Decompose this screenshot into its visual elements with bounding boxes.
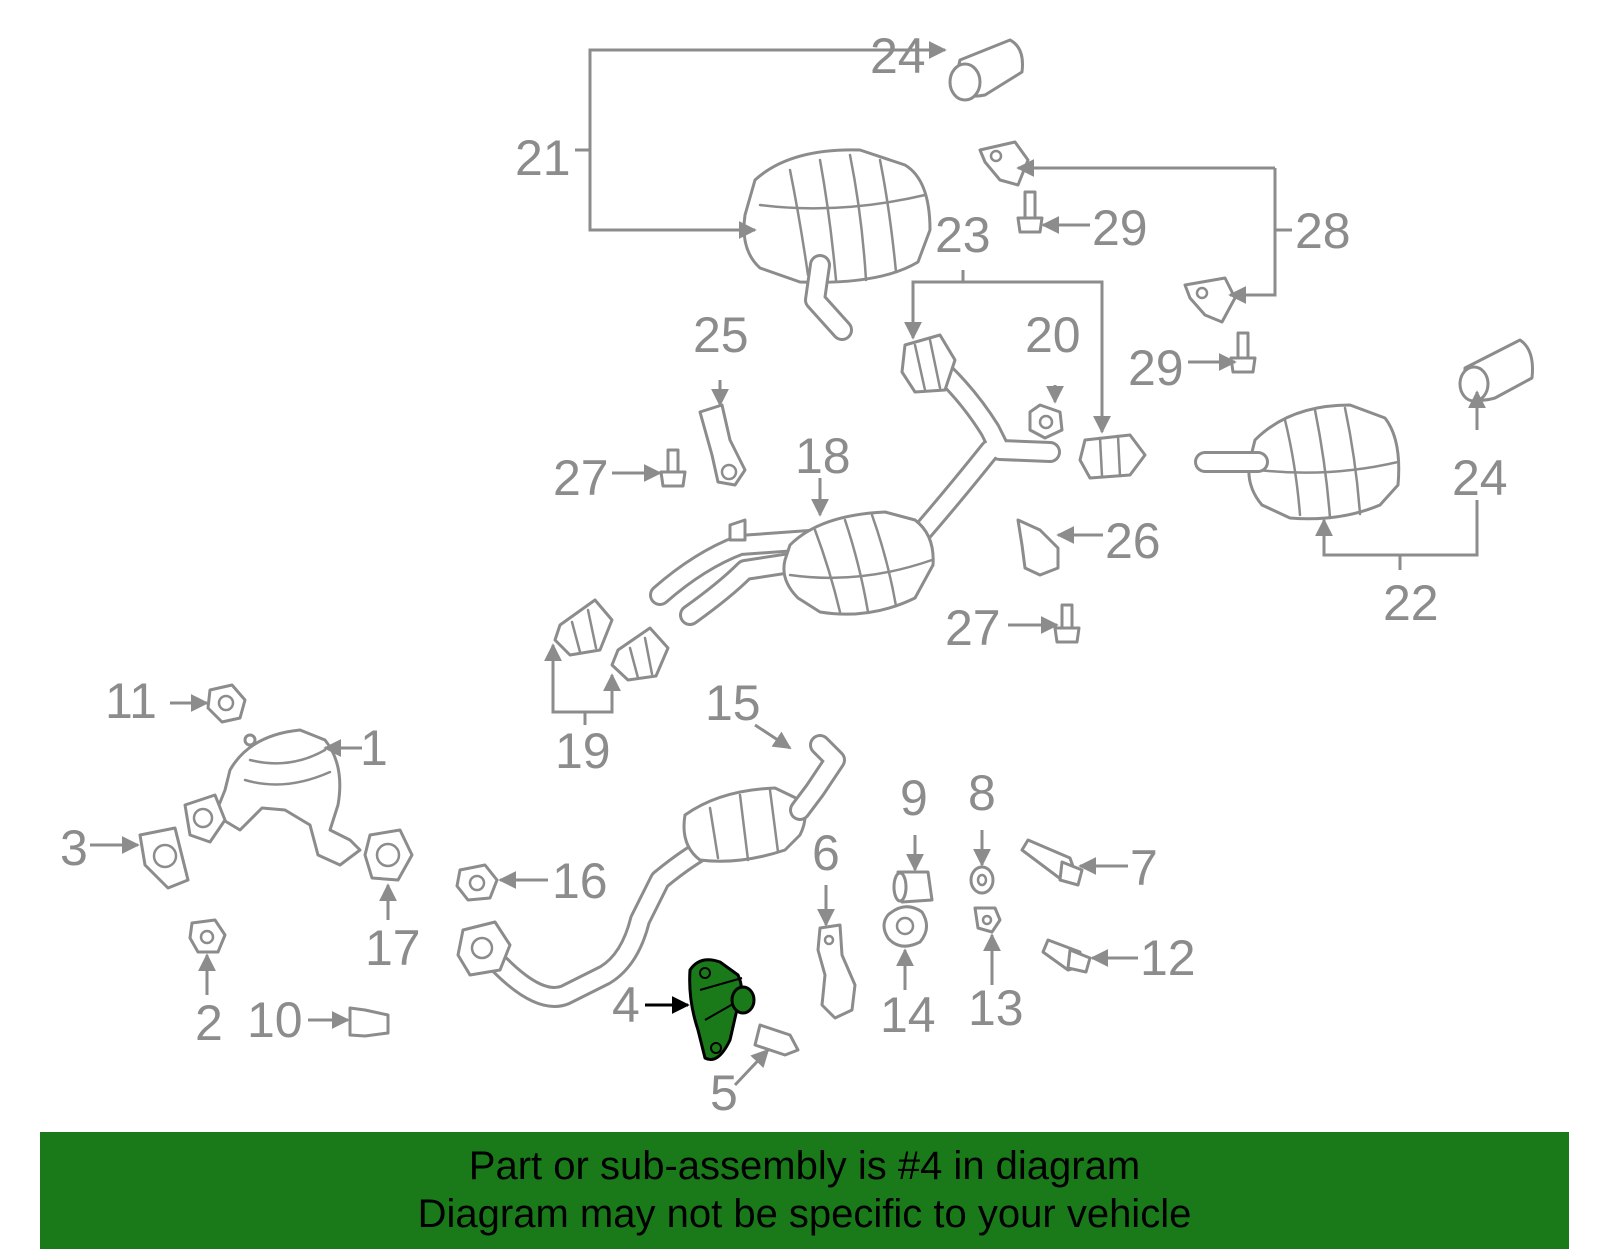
label-28: 28 bbox=[1295, 203, 1351, 259]
label-21: 21 bbox=[515, 130, 571, 186]
clamp-19-left bbox=[553, 598, 614, 657]
banner-line-2: Diagram may not be specific to your vehi… bbox=[417, 1192, 1192, 1236]
label-24-upper: 24 bbox=[870, 28, 926, 84]
info-banner: Part or sub-assembly is #4 in diagram Di… bbox=[40, 1132, 1569, 1249]
bolt-10 bbox=[348, 1006, 390, 1038]
exhaust-tip-right bbox=[1458, 338, 1534, 403]
label-22: 22 bbox=[1383, 575, 1439, 631]
bolt-7 bbox=[1020, 838, 1084, 887]
label-27-upper: 27 bbox=[553, 450, 609, 506]
bolt-12 bbox=[1041, 938, 1092, 974]
label-27-lower: 27 bbox=[945, 600, 1001, 656]
rear-muffler-left bbox=[742, 148, 932, 341]
label-9: 9 bbox=[900, 770, 928, 826]
label-8: 8 bbox=[968, 765, 996, 821]
leader-lines bbox=[90, 41, 1486, 1087]
exhaust-tip-upper bbox=[948, 38, 1024, 102]
clamp-19-right bbox=[610, 626, 670, 682]
bolt-27-lower bbox=[1053, 603, 1081, 644]
label-4: 4 bbox=[612, 977, 640, 1033]
banner-line-1: Part or sub-assembly is #4 in diagram bbox=[468, 1144, 1141, 1188]
label-5: 5 bbox=[710, 1065, 738, 1121]
nut-2 bbox=[188, 918, 227, 954]
catalytic-converter-1 bbox=[183, 728, 362, 867]
label-19: 19 bbox=[555, 723, 611, 779]
label-3: 3 bbox=[60, 820, 88, 876]
bracket-26 bbox=[1016, 518, 1060, 577]
gasket-17 bbox=[363, 828, 414, 882]
label-16: 16 bbox=[552, 853, 608, 909]
clip-14 bbox=[882, 905, 928, 948]
nut-16 bbox=[455, 863, 499, 902]
bracket-25 bbox=[698, 403, 747, 487]
label-17: 17 bbox=[365, 920, 421, 976]
label-12: 12 bbox=[1140, 930, 1196, 986]
highlighted-part-4[interactable] bbox=[688, 958, 756, 1061]
label-10: 10 bbox=[247, 992, 303, 1048]
label-18: 18 bbox=[795, 428, 851, 484]
label-13: 13 bbox=[968, 980, 1024, 1036]
front-pipe-15 bbox=[456, 734, 846, 1008]
clamp-23-right bbox=[1078, 433, 1147, 480]
label-25: 25 bbox=[693, 307, 749, 363]
label-15: 15 bbox=[705, 675, 761, 731]
bolt-5 bbox=[753, 1023, 800, 1057]
gasket-3 bbox=[138, 826, 190, 890]
intermediate-pipe-18 bbox=[649, 349, 1061, 626]
label-24-right: 24 bbox=[1452, 450, 1508, 506]
label-11: 11 bbox=[105, 673, 157, 729]
label-23: 23 bbox=[935, 207, 991, 263]
washer-8 bbox=[969, 865, 995, 895]
label-6: 6 bbox=[812, 825, 840, 881]
bolt-13 bbox=[973, 906, 1002, 934]
label-26: 26 bbox=[1105, 513, 1161, 569]
label-2: 2 bbox=[195, 995, 223, 1051]
bushing-9 bbox=[892, 870, 934, 904]
clamp-23-left bbox=[900, 333, 957, 394]
label-29-lower: 29 bbox=[1128, 340, 1184, 396]
rear-muffler-right bbox=[1194, 403, 1401, 521]
nut-11 bbox=[206, 683, 247, 724]
hanger-bracket-lower bbox=[1183, 276, 1237, 324]
bolt-29-lower bbox=[1229, 331, 1257, 374]
bolt-29-upper bbox=[1016, 190, 1044, 234]
label-1: 1 bbox=[360, 720, 388, 776]
callout-labels: 24 21 28 29 23 20 29 25 18 27 24 26 22 2… bbox=[60, 28, 1508, 1121]
bolt-27-upper bbox=[659, 448, 687, 488]
bracket-6 bbox=[816, 923, 857, 1020]
nut-20 bbox=[1028, 403, 1064, 440]
hanger-bracket-upper bbox=[978, 140, 1030, 187]
label-14: 14 bbox=[880, 987, 936, 1043]
label-7: 7 bbox=[1130, 840, 1158, 896]
label-20: 20 bbox=[1025, 307, 1081, 363]
label-29-upper: 29 bbox=[1092, 200, 1148, 256]
